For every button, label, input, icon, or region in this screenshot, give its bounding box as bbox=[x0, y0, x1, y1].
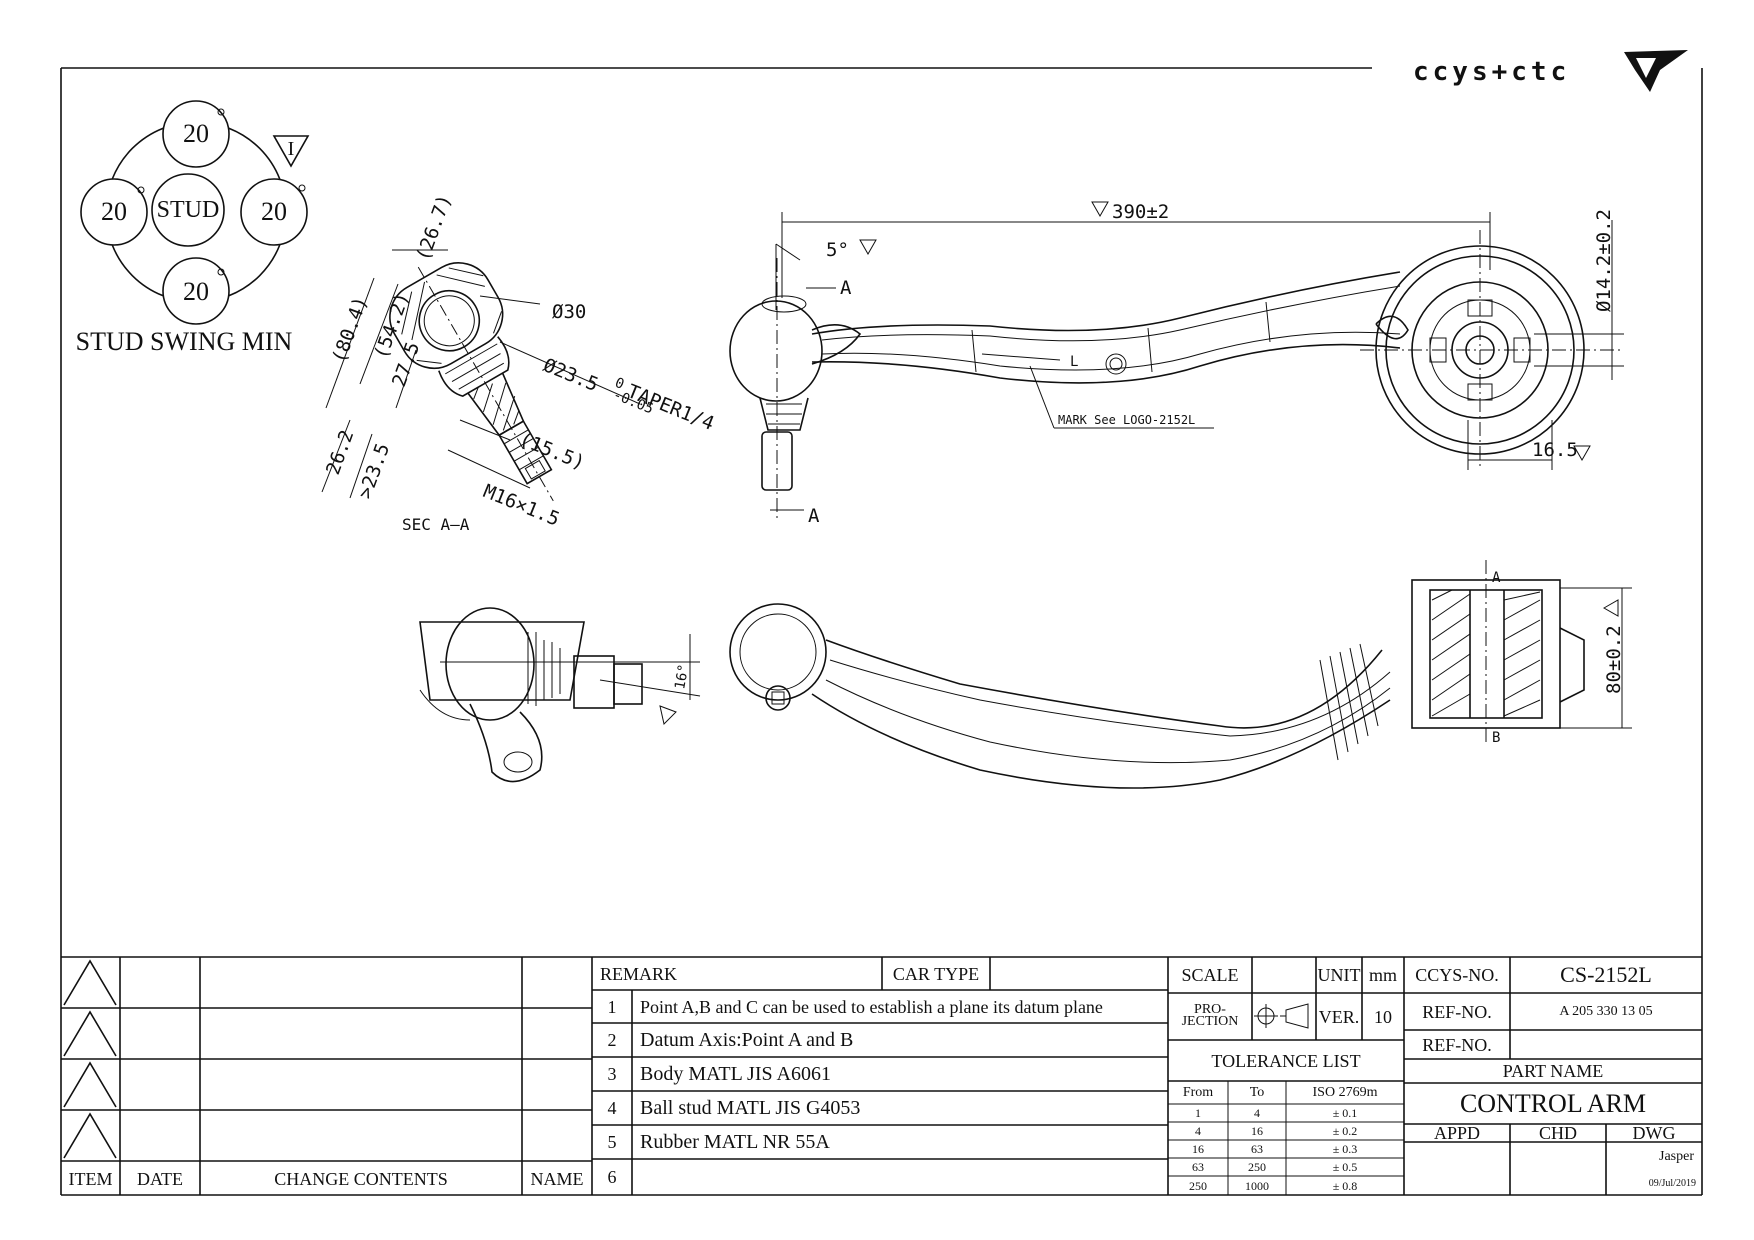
title-block-grid bbox=[61, 957, 1702, 1195]
chd-label: CHD bbox=[1538, 1124, 1577, 1142]
unit-value: mm bbox=[1368, 965, 1397, 985]
remark-num: 1 bbox=[607, 996, 617, 1017]
remark-text: Rubber MATL NR 55A bbox=[640, 1131, 830, 1153]
remark-num: 3 bbox=[607, 1064, 617, 1084]
remark-label: REMARK bbox=[600, 963, 678, 984]
date-header: DATE bbox=[137, 1169, 183, 1189]
section-a-a-view: (26.7) (54.2) (80.4) 27.5 26.2 >23.5 Ø30… bbox=[321, 192, 717, 534]
remark-text: Datum Axis:Point A and B bbox=[640, 1029, 854, 1051]
dim-23-5: >23.5 bbox=[354, 440, 394, 501]
dim-m16: M16×1.5 bbox=[480, 480, 562, 530]
projection-label-1: PRO- bbox=[1194, 1002, 1226, 1017]
part-name-value: CONTROL ARM bbox=[1459, 1088, 1647, 1118]
drawn-by: Jasper bbox=[1659, 1149, 1694, 1164]
mark-note: MARK See LOGO-2152L bbox=[1058, 413, 1195, 427]
tol-cell: ± 0.2 bbox=[1332, 1124, 1358, 1138]
dim-dia-23-5: Ø23.5 bbox=[540, 354, 601, 396]
projection-symbol-icon bbox=[1254, 1003, 1309, 1029]
projection-label-2: JECTION bbox=[1181, 1015, 1239, 1029]
tol-header-from: From bbox=[1182, 1084, 1214, 1100]
dim-80-4: (80.4) bbox=[328, 294, 372, 366]
remark-num: 4 bbox=[607, 1098, 617, 1118]
tol-cell: 16 bbox=[1251, 1124, 1263, 1138]
remark-num: 5 bbox=[607, 1132, 617, 1152]
tol-cell: 250 bbox=[1248, 1160, 1266, 1174]
ver-label: VER. bbox=[1318, 1006, 1360, 1027]
section-marker-a-bottom: A bbox=[808, 505, 820, 527]
stud-swing-diagram: 20 20 20 20 STUD I STUD SWING MIN bbox=[76, 100, 310, 356]
change-contents-header: CHANGE CONTENTS bbox=[274, 1169, 448, 1189]
dim-26-2: 26.2 bbox=[322, 427, 358, 478]
remark-text bbox=[632, 1159, 1168, 1195]
tol-cell: 4 bbox=[1254, 1106, 1260, 1120]
point-b-label: B bbox=[1492, 730, 1500, 746]
dim-dia-14-2: Ø14.2±0.2 bbox=[1593, 209, 1615, 312]
dim-5-deg: 5° bbox=[826, 239, 849, 261]
tol-cell: ± 0.5 bbox=[1332, 1160, 1358, 1174]
ccys-no-value: CS-2152L bbox=[1560, 962, 1652, 987]
remark-num: 2 bbox=[607, 1030, 617, 1050]
side-label-l: L bbox=[1070, 354, 1078, 370]
dim-80: 80±0.2 bbox=[1603, 625, 1625, 694]
tol-header-to: To bbox=[1249, 1084, 1265, 1100]
dwg-label: DWG bbox=[1632, 1124, 1676, 1142]
dim-16-deg: 16° bbox=[672, 663, 692, 691]
tol-cell: 16 bbox=[1192, 1142, 1204, 1156]
name-header: NAME bbox=[530, 1169, 584, 1189]
tolerance-label: TOLERANCE LIST bbox=[1211, 1050, 1361, 1071]
tol-cell: 63 bbox=[1251, 1142, 1263, 1156]
remark-text: Ball stud MATL JIS G4053 bbox=[640, 1097, 861, 1119]
tol-cell: 1 bbox=[1195, 1106, 1201, 1120]
section-label: SEC A–A bbox=[402, 515, 470, 534]
tol-header-iso: ISO 2769m bbox=[1312, 1084, 1378, 1100]
drawing-date: 09/Jul/2019 bbox=[1648, 1177, 1696, 1189]
brand-logo-text: ccys+ctc bbox=[1413, 57, 1570, 87]
car-type-label: CAR TYPE bbox=[892, 963, 980, 984]
ccys-no-label: CCYS-NO. bbox=[1415, 965, 1499, 985]
brand-logo: ccys+ctc bbox=[1413, 50, 1688, 92]
brand-emblem-icon bbox=[1624, 50, 1688, 92]
ref-no-value: A 205 330 13 05 bbox=[1559, 1003, 1653, 1019]
surface-symbol: I bbox=[288, 138, 295, 160]
ref-no-label-2: REF-NO. bbox=[1422, 1034, 1492, 1055]
swing-value-bottom: 20 bbox=[183, 277, 209, 306]
ver-value: 10 bbox=[1374, 1006, 1392, 1027]
dim-390: 390±2 bbox=[1112, 201, 1169, 223]
ref-no-label: REF-NO. bbox=[1422, 1001, 1492, 1022]
remark-text: Body MATL JIS A6061 bbox=[640, 1063, 831, 1085]
tol-cell: ± 0.3 bbox=[1332, 1142, 1358, 1156]
item-header: ITEM bbox=[68, 1169, 113, 1189]
scale-label: SCALE bbox=[1181, 965, 1239, 985]
unit-label: UNIT bbox=[1317, 965, 1361, 985]
tol-cell: 4 bbox=[1195, 1124, 1201, 1138]
section-marker-a-top: A bbox=[840, 277, 852, 299]
dim-dia-30: Ø30 bbox=[552, 301, 586, 323]
stud-swing-title: STUD SWING MIN bbox=[76, 327, 293, 356]
side-view: A B 80±0.2 bbox=[729, 560, 1632, 789]
stud-center-label: STUD bbox=[157, 197, 220, 223]
swing-value-left: 20 bbox=[101, 197, 127, 226]
tol-cell: 63 bbox=[1192, 1160, 1204, 1174]
part-name-label: PART NAME bbox=[1502, 1061, 1604, 1081]
remark-text: Point A,B and C can be used to establish… bbox=[640, 996, 1103, 1017]
dim-16-5: 16.5 bbox=[1532, 439, 1578, 461]
remark-num: 6 bbox=[607, 1167, 617, 1187]
tol-cell: 250 bbox=[1189, 1178, 1207, 1193]
point-a-label: A bbox=[1492, 570, 1501, 586]
stud-end-view: 16° bbox=[419, 607, 701, 783]
swing-value-top: 20 bbox=[183, 119, 209, 148]
tol-cell: 1000 bbox=[1245, 1178, 1269, 1193]
top-view: L 390±2 5° A A Ø14.2±0.2 bbox=[729, 201, 1624, 527]
appd-label: APPD bbox=[1433, 1124, 1481, 1142]
dim-26-7: (26.7) bbox=[412, 192, 456, 264]
swing-value-right: 20 bbox=[261, 197, 287, 226]
title-block: ITEM DATE CHANGE CONTENTS NAME REMARK CA… bbox=[61, 957, 1702, 1195]
tol-cell: ± 0.8 bbox=[1332, 1178, 1358, 1193]
tol-cell: ± 0.1 bbox=[1332, 1106, 1358, 1120]
